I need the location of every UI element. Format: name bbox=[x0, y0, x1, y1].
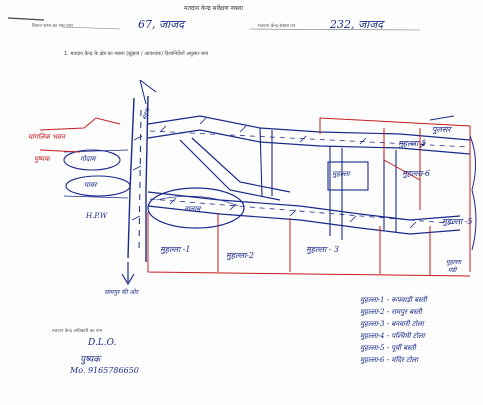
upper-road-top-edge bbox=[147, 115, 471, 141]
left-oval-2 bbox=[65, 175, 131, 197]
officer-name: D.L.O. bbox=[88, 338, 117, 348]
pond-label: तालाब bbox=[184, 205, 201, 213]
right-edge-label-2: मंडी bbox=[448, 267, 457, 274]
document-title: मतदान केन्द्र सर्वेक्षण नक्शा bbox=[184, 5, 243, 12]
arrow-destination-label: जामपुर की ओर bbox=[104, 289, 139, 296]
right-edge-squiggle bbox=[469, 135, 477, 251]
legend-item-4: मुहल्ला-4 - पश्चिमी टोला bbox=[360, 332, 425, 340]
officer-mobile: Mo. 9165786650 bbox=[70, 366, 139, 375]
right-edge-label-1: मुहल्ला bbox=[446, 259, 462, 266]
officer-signature: पुष्पक bbox=[80, 355, 101, 365]
mohalla-boundaries bbox=[39, 117, 471, 277]
road-hatching bbox=[131, 117, 427, 229]
main-road-left-edge bbox=[127, 97, 135, 259]
lower-road-dashes bbox=[149, 198, 461, 225]
legend-item-6: मुहल्ला-6 - मंदिर टोला bbox=[360, 356, 418, 364]
oval-label-2: पावर bbox=[84, 181, 97, 189]
field-underline-1 bbox=[61, 26, 121, 30]
direction-arrow-icon bbox=[121, 262, 135, 286]
red-building-label: मांगलिक भवन bbox=[28, 133, 65, 141]
left-oval-1 bbox=[63, 149, 121, 171]
pond-inner-line bbox=[155, 195, 239, 207]
top-right-label: पुलसर bbox=[432, 125, 451, 134]
road-top-cap bbox=[139, 79, 157, 105]
right-top-stroke bbox=[429, 115, 455, 121]
mohalla-6-label: मुहल्ला-6 bbox=[402, 169, 430, 178]
lower-road-top-edge bbox=[147, 191, 461, 221]
upper-road-bottom-edge bbox=[147, 129, 471, 155]
officer-label: मतदान केन्द्र अधिकारी का नाम bbox=[52, 329, 103, 334]
legend-item-2: मुहल्ला-2 - रामपुर बस्ती bbox=[360, 308, 422, 316]
diagonal-road-1 bbox=[179, 139, 281, 201]
diagonal-road-1b bbox=[191, 137, 291, 193]
field-underline-2 bbox=[249, 28, 421, 31]
main-road-center-line bbox=[138, 109, 142, 251]
main-road-right-edge bbox=[145, 95, 149, 262]
vertical-lane-1 bbox=[259, 127, 273, 197]
instruction-item-1: 1. मतदान केन्द्र के क्षेत्र का नक्शा (सु… bbox=[64, 51, 209, 57]
mohalla-1-label: मुहल्ला -1 bbox=[160, 245, 191, 254]
pond-outline bbox=[147, 187, 245, 229]
red-building-sub: पुष्पक bbox=[34, 155, 50, 163]
booth-value: 232, जाजद bbox=[330, 18, 384, 31]
vertical-lane-3 bbox=[383, 150, 397, 232]
legend-item-3: मुहल्ला-3 - बनवारी टोला bbox=[360, 320, 424, 328]
mohalla-5-label: मुहल्ला -5 bbox=[442, 217, 473, 226]
center-box-label: मुहल्ला bbox=[332, 170, 350, 178]
center-box bbox=[327, 161, 369, 191]
legend-item-1: मुहल्ला-1 - रूपवाड़ी बस्ती bbox=[360, 296, 427, 304]
legend-item-5: मुहल्ला-5 - पूर्वी बस्ती bbox=[360, 344, 416, 352]
mohalla-3-label: मुहल्ला - 3 bbox=[306, 245, 340, 254]
mohalla-4-label: मुहल्ला 4 bbox=[398, 139, 426, 148]
oval-label-3: H.P.W bbox=[86, 212, 108, 220]
mohalla-2-label: मुहल्ला-2 bbox=[226, 251, 254, 260]
vertical-lane-2 bbox=[329, 146, 343, 240]
constituency-value: 67, जाजद bbox=[138, 18, 185, 31]
lower-road-bottom-edge bbox=[147, 205, 461, 235]
booth-label: मतदान केन्द्र संख्या एवं bbox=[258, 24, 296, 29]
oval-label-1: गोदाम bbox=[80, 155, 96, 163]
upper-road-dashes bbox=[149, 130, 471, 148]
corner-scribble bbox=[7, 17, 45, 21]
constituency-label: विधान सभा का नाम तथा bbox=[32, 24, 73, 29]
